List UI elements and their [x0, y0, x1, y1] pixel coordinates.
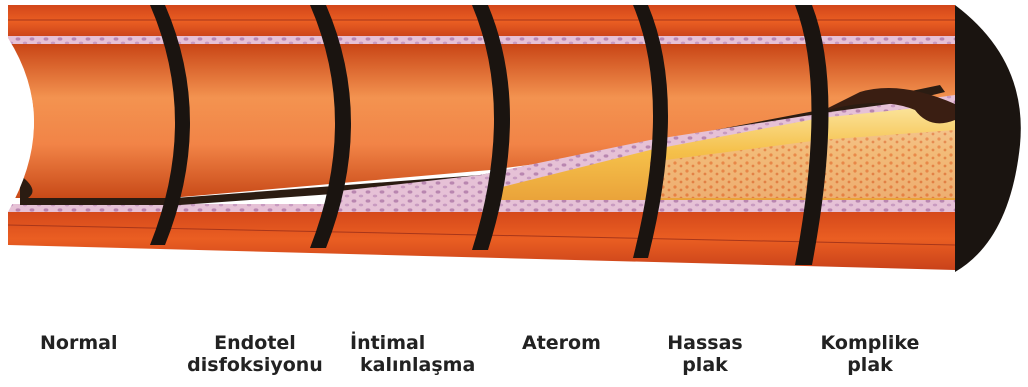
stage-label-hassas-line1: Hassas [660, 332, 750, 354]
stage-label-komplike-line2: plak [815, 354, 925, 376]
stage-label-intimal-line2: kalınlaşma [360, 354, 475, 376]
stage-label-normal: Normal [40, 332, 117, 354]
stage-label-endotel-line1: Endotel [180, 332, 330, 354]
stage-label-intimal: İntimal kalınlaşma [350, 332, 475, 376]
stage-label-hassas: Hassas plak [660, 332, 750, 376]
stage-label-hassas-line2: plak [660, 354, 750, 376]
stage-label-endotel: Endotel disfoksiyonu [180, 332, 330, 376]
stage-label-endotel-line2: disfoksiyonu [180, 354, 330, 376]
stage-label-komplike-line1: Komplike [815, 332, 925, 354]
stage-label-aterom-line1: Aterom [522, 332, 601, 354]
stage-label-intimal-line1: İntimal [350, 332, 475, 354]
vessel-end-cap [955, 5, 1021, 272]
stage-label-normal-line1: Normal [40, 332, 117, 354]
stage-label-komplike: Komplike plak [815, 332, 925, 376]
stage-label-aterom: Aterom [522, 332, 601, 354]
